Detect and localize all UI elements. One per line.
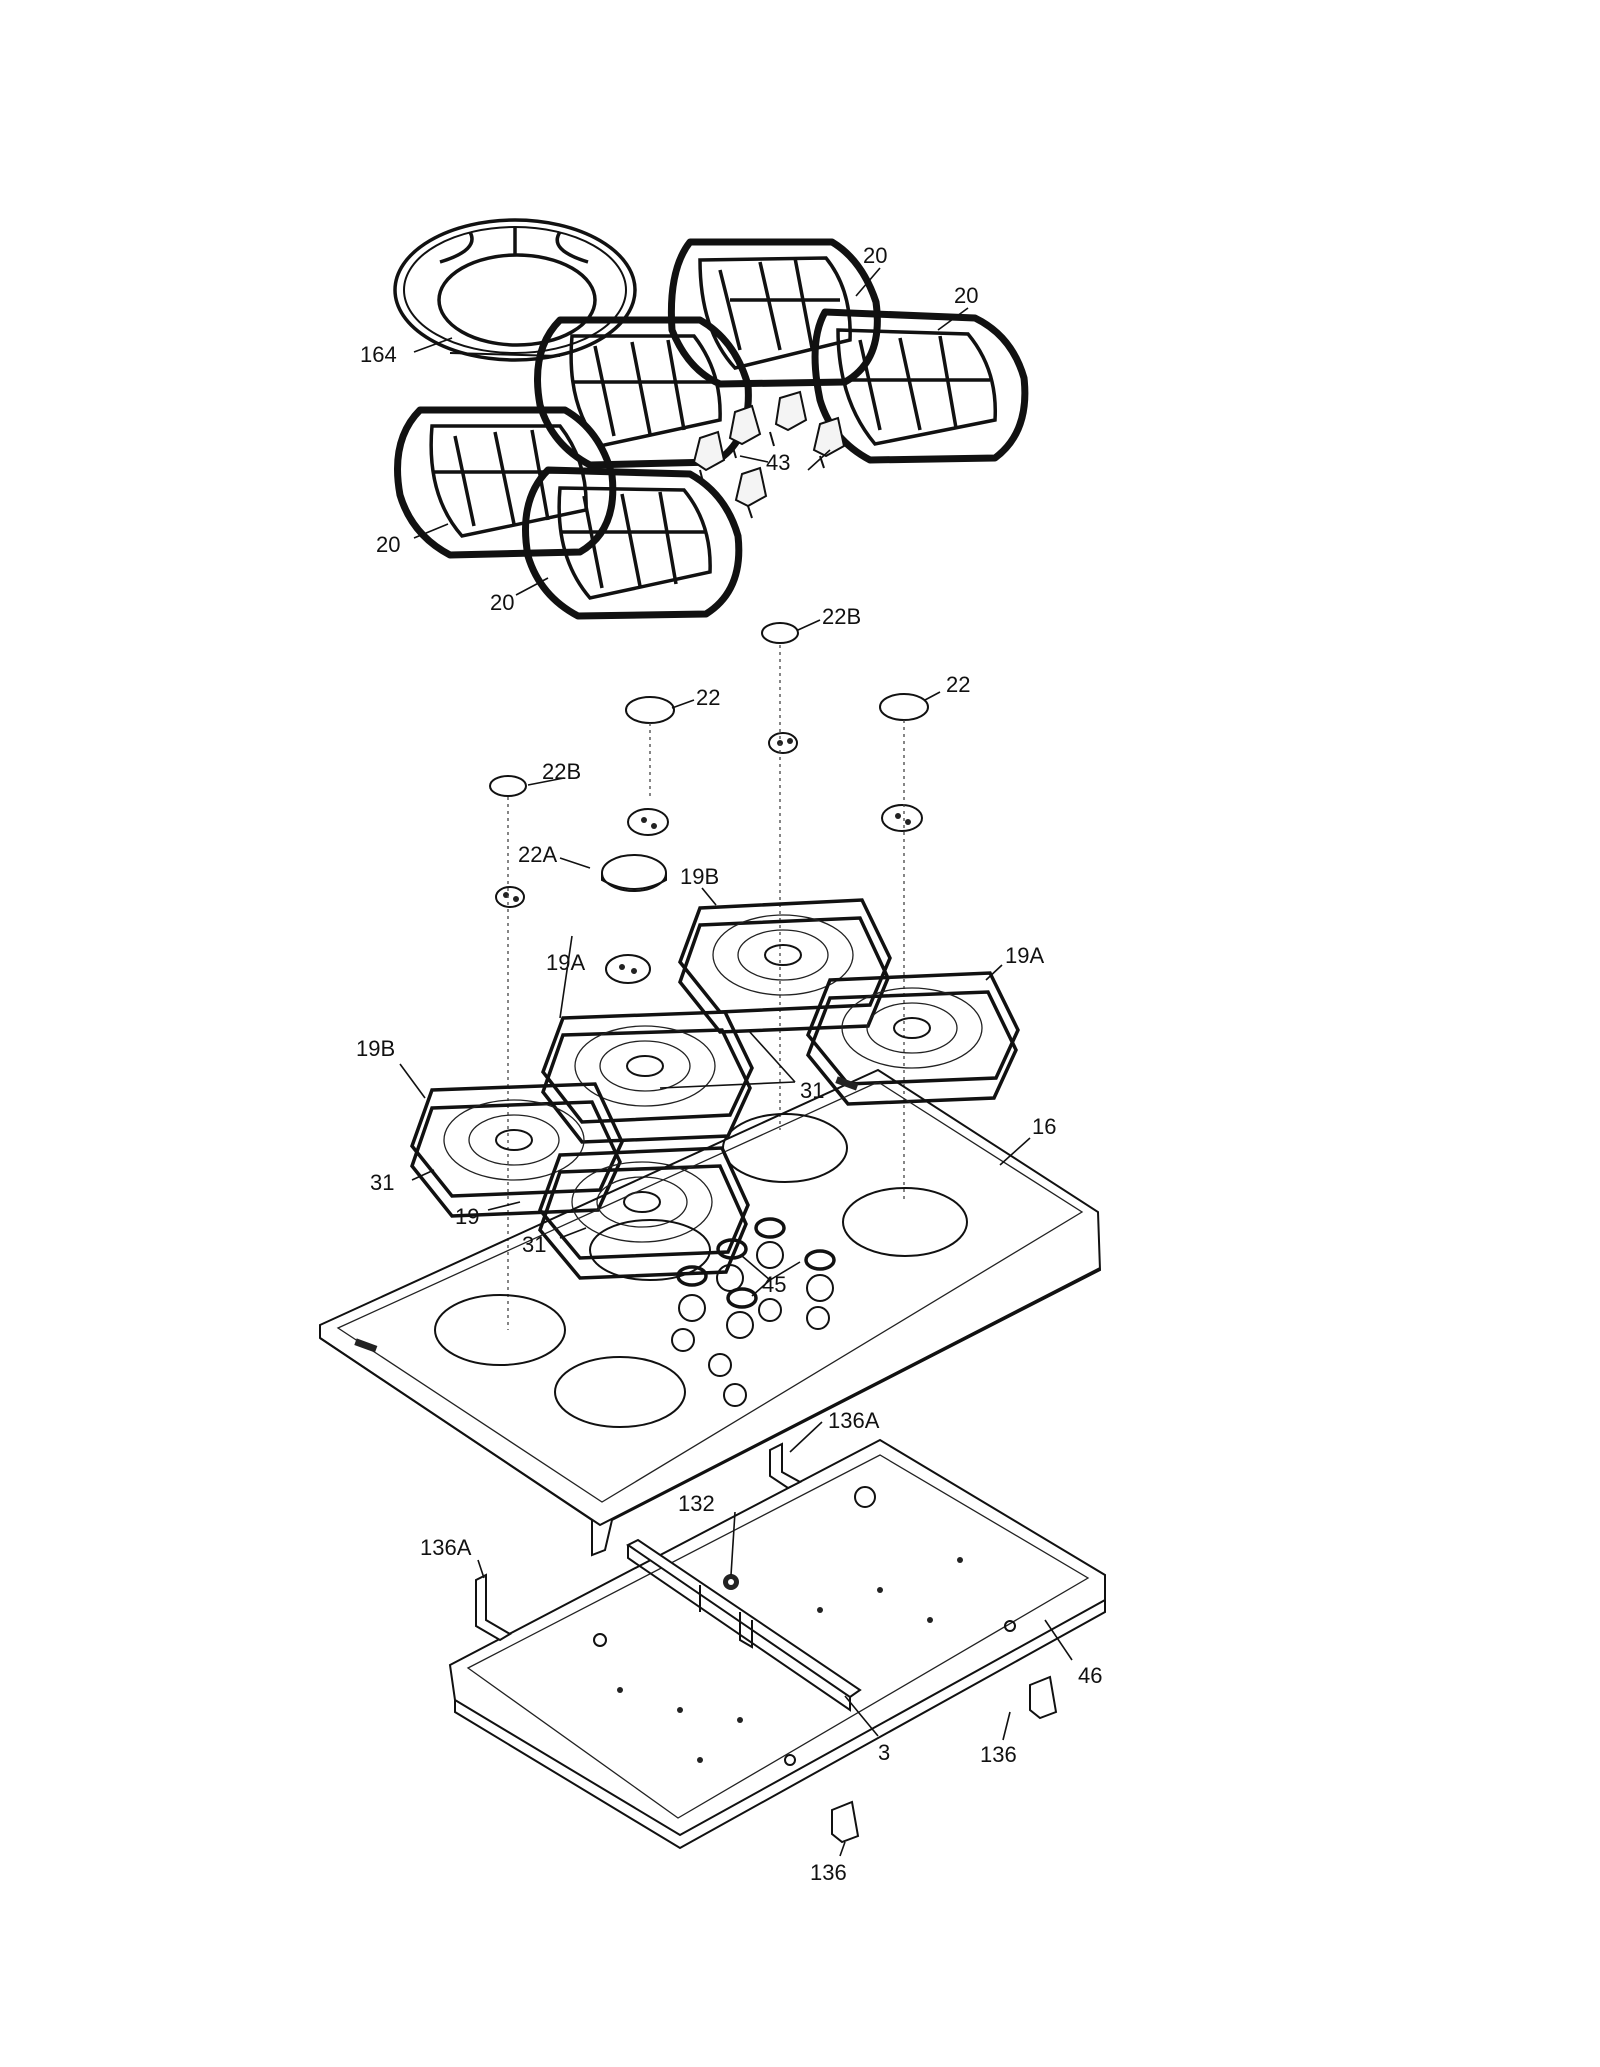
wok-ring-part	[393, 218, 637, 362]
assembly-axis-lines	[507, 645, 905, 1330]
burner-box-part	[448, 1438, 1106, 1850]
part-label: 22B	[542, 759, 581, 784]
burner-head-part	[495, 732, 923, 984]
burner-grate-part	[811, 308, 1029, 464]
burner-pan-part	[805, 971, 1020, 1106]
burner-pan-part	[410, 1082, 624, 1218]
part-label: 19A	[1005, 943, 1044, 968]
part-label: 164	[360, 342, 397, 367]
cooktop-glass-part	[319, 1068, 1102, 1557]
part-label: 20	[490, 590, 514, 615]
burner-pan-part	[678, 898, 892, 1034]
part-label: 136	[810, 1860, 847, 1885]
part-label: 43	[766, 450, 790, 475]
part-label: 19A	[546, 950, 585, 975]
part-label: 22A	[518, 842, 557, 867]
part-label: 16	[1032, 1114, 1056, 1139]
burner-pan-part	[541, 1010, 754, 1144]
part-label: 22	[696, 685, 720, 710]
mounting-bracket-part	[475, 1442, 1058, 1844]
burner-grate-part	[522, 466, 743, 620]
part-label: 31	[800, 1078, 824, 1103]
part-labels: 20 20 20 20 164 43 22B 22 22 22B 22A 19B…	[356, 243, 1102, 1885]
part-label: 136A	[420, 1535, 472, 1560]
part-label: 19	[455, 1204, 479, 1229]
burner-cap-part	[489, 622, 929, 892]
control-knob-part	[692, 390, 846, 519]
part-label: 20	[954, 283, 978, 308]
part-label: 31	[522, 1232, 546, 1257]
part-label: 136A	[828, 1408, 880, 1433]
part-label: 31	[370, 1170, 394, 1195]
part-label: 19B	[680, 864, 719, 889]
leader-lines	[399, 267, 1073, 1857]
part-label: 20	[376, 532, 400, 557]
orifice-part	[723, 1574, 739, 1590]
part-label: 19B	[356, 1036, 395, 1061]
part-label: 22B	[822, 604, 861, 629]
part-label: 22	[946, 672, 970, 697]
part-label: 46	[1078, 1663, 1102, 1688]
part-label: 3	[878, 1740, 890, 1765]
burner-pan-part	[538, 1146, 750, 1280]
manifold-bar-part	[626, 1538, 862, 1712]
part-label: 20	[863, 243, 887, 268]
valve-seal-part	[676, 1217, 836, 1309]
part-label: 45	[762, 1272, 786, 1297]
part-label: 132	[678, 1491, 715, 1516]
part-label: 136	[980, 1742, 1017, 1767]
